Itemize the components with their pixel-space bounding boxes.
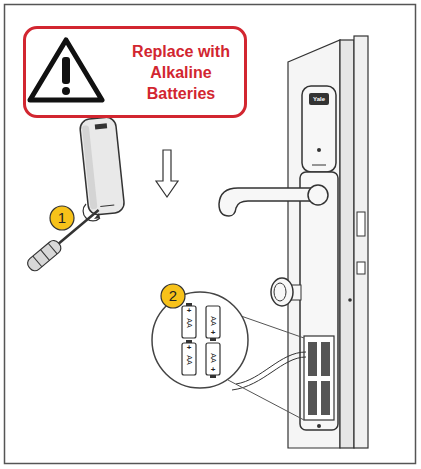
rotation-arrow — [83, 204, 100, 221]
polarity-mark: + — [187, 344, 192, 352]
screw-dot — [317, 424, 321, 428]
leader-line — [228, 380, 304, 420]
warning-triangle — [30, 40, 102, 100]
battery-terminal — [210, 375, 216, 378]
battery-cell — [321, 342, 330, 376]
callout-text: 1 — [58, 205, 66, 231]
aa-battery — [206, 306, 220, 338]
aa-battery — [182, 306, 196, 338]
rotation-arrow-head — [94, 213, 100, 219]
battery-compartment — [304, 336, 334, 420]
lever-handle — [219, 188, 312, 216]
door-frame — [354, 36, 368, 448]
leader-line — [241, 316, 304, 338]
callout-circle — [161, 284, 185, 308]
sensor-dot — [317, 148, 321, 152]
warning-text: Replace with Alkaline Batteries — [124, 41, 238, 104]
polarity-mark: + — [211, 366, 216, 374]
cover-slot — [100, 205, 114, 206]
cover-body — [79, 116, 125, 215]
exclamation-bar — [62, 57, 70, 84]
strike-slot — [357, 262, 365, 274]
thumbturn — [271, 278, 293, 306]
cover-mark — [95, 123, 107, 129]
strike-plate — [357, 212, 365, 236]
exclamation-dot — [62, 87, 70, 95]
lock-plate — [300, 172, 338, 430]
callout-number: 2 — [160, 283, 186, 309]
aa-battery — [206, 343, 220, 375]
warning-box: Replace with Alkaline Batteries — [23, 26, 247, 118]
battery-cover — [79, 116, 125, 215]
polarity-mark: + — [187, 307, 192, 315]
door-face — [288, 40, 340, 448]
down-arrow — [156, 150, 178, 197]
battery-type: AA — [186, 318, 193, 327]
logo-badge — [309, 93, 329, 105]
handle-grip — [48, 243, 57, 254]
module-slot — [312, 165, 326, 166]
battery-type: AA — [186, 355, 193, 364]
battery-terminal — [210, 338, 216, 341]
screwdriver-handle — [25, 238, 63, 273]
handle-rose — [308, 185, 328, 205]
cover-shade — [82, 125, 98, 209]
polarity-mark: + — [211, 329, 216, 337]
battery-terminal — [186, 340, 192, 343]
battery-cell — [321, 381, 330, 415]
handle-grip — [33, 256, 42, 267]
battery-cell — [308, 342, 317, 376]
screw-dot — [348, 298, 352, 302]
battery-type: AA — [210, 316, 217, 325]
lock-module — [302, 86, 336, 172]
handle-grip — [41, 250, 50, 261]
callout-text: 2 — [169, 283, 177, 309]
callout-number: 1 — [49, 205, 75, 231]
aa-battery — [182, 343, 196, 375]
battery-cell — [308, 381, 317, 415]
wire — [236, 352, 306, 384]
battery-terminal — [186, 303, 192, 306]
screwdriver — [25, 205, 103, 274]
callout-circle — [50, 206, 74, 230]
thumbturn-face — [274, 283, 286, 301]
outer-frame — [5, 5, 416, 464]
brand-logo: Yale — [313, 96, 325, 102]
door-edge — [340, 40, 354, 448]
battery-type: AA — [210, 353, 217, 362]
